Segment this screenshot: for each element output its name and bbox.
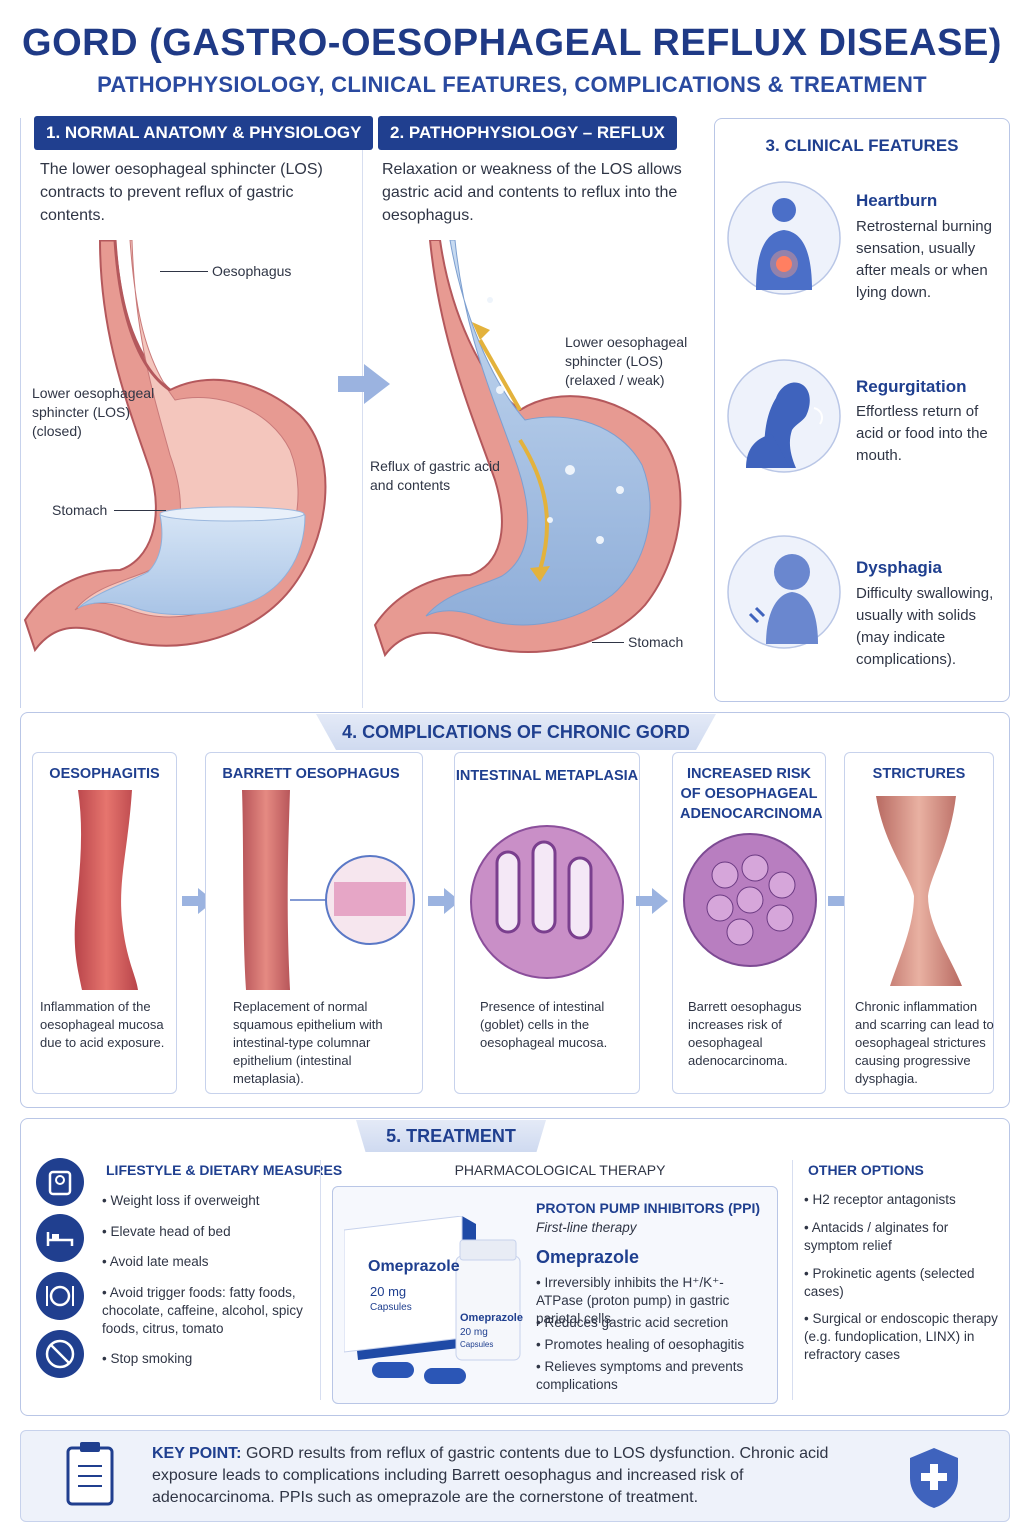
- inflamed-oesophagus-illustration: [74, 790, 138, 990]
- lifestyle-item: • Elevate head of bed: [102, 1224, 231, 1239]
- key-point-label: KEY POINT:: [152, 1445, 242, 1462]
- label-stomach-2: Stomach: [628, 634, 684, 650]
- bed-icon: [36, 1214, 84, 1262]
- lifestyle-item: • Avoid late meals: [102, 1254, 209, 1269]
- treatment-divider: [792, 1160, 793, 1400]
- section3-heading: 3. CLINICAL FEATURES: [765, 136, 959, 155]
- adenocarcinoma-illustration: [683, 833, 817, 967]
- clipboard-icon: [66, 1442, 114, 1506]
- other-item: • Prokinetic agents (selected cases): [804, 1266, 975, 1299]
- key-point-text: KEY POINT: GORD results from reflux of g…: [152, 1443, 832, 1509]
- complication-desc-metaplasia: Presence of intestinal (goblet) cells in…: [480, 999, 608, 1050]
- omeprazole-pack-illustration: [344, 1216, 521, 1384]
- lifestyle-item: • Weight loss if overweight: [102, 1193, 260, 1208]
- ppi-item: • Irreversibly inhibits the H⁺/K⁺-ATPase…: [536, 1275, 730, 1326]
- intestinal-metaplasia-illustration: [470, 825, 624, 979]
- other-item: • Antacids / alginates for symptom relie…: [804, 1220, 949, 1253]
- regurgitation-icon: [727, 359, 841, 473]
- lifestyle-item: • Avoid trigger foods: fatty foods, choc…: [102, 1285, 303, 1336]
- leader-stomach-2: [592, 642, 624, 643]
- complication-title-adenocarcinoma: INCREASED RISK OF OESOPHAGEAL ADENOCARCI…: [680, 766, 823, 822]
- pack-label-name: Omeprazole: [368, 1258, 460, 1275]
- label-stomach-1: Stomach: [52, 502, 108, 518]
- complication-title-oesophagitis: OESOPHAGITIS: [49, 766, 160, 782]
- page-subtitle: PATHOPHYSIOLOGY, CLINICAL FEATURES, COMP…: [97, 72, 927, 97]
- section1-text: The lower oesophageal sphincter (LOS) co…: [40, 161, 323, 224]
- section2-text: Relaxation or weakness of the LOS allows…: [382, 161, 682, 224]
- feature-desc-heartburn: Retrosternal burning sensation, usually …: [856, 218, 992, 301]
- complication-desc-barrett: Replacement of normal squamous epitheliu…: [233, 999, 383, 1086]
- plate-cutlery-icon: [36, 1272, 84, 1320]
- ppi-item: • Reduces gastric acid secretion: [536, 1315, 729, 1330]
- shield-cross-icon: [910, 1448, 958, 1508]
- feature-desc-regurgitation: Effortless return of acid or food into t…: [856, 403, 988, 464]
- other-item: • Surgical or endoscopic therapy (e.g. f…: [804, 1311, 998, 1362]
- leader-stomach-1: [114, 510, 166, 511]
- label-oesophagus: Oesophagus: [212, 263, 292, 279]
- page-title: GORD (GASTRO-OESOPHAGEAL REFLUX DISEASE): [22, 22, 1002, 64]
- normal-stomach-illustration: [23, 240, 327, 653]
- arrow-right-icon: [428, 888, 460, 914]
- section1-badge: 1. NORMAL ANATOMY & PHYSIOLOGY: [34, 116, 374, 150]
- feature-title-dysphagia: Dysphagia: [856, 558, 942, 577]
- heartburn-icon: [727, 181, 841, 295]
- feature-title-heartburn: Heartburn: [856, 191, 938, 210]
- reflux-stomach-illustration: [373, 240, 682, 658]
- complication-title-barrett: BARRETT OESOPHAGUS: [222, 766, 400, 782]
- complication-desc-oesophagitis: Inflammation of the oesophageal mucosa d…: [40, 999, 165, 1050]
- complication-desc-strictures: Chronic inflammation and scarring can le…: [855, 999, 994, 1086]
- ppi-item: • Promotes healing of oesophagitis: [536, 1337, 745, 1352]
- feature-title-regurgitation: Regurgitation: [856, 377, 967, 396]
- pack-label-form: Capsules: [370, 1302, 412, 1313]
- section5-banner: 5. TREATMENT: [356, 1120, 546, 1152]
- barrett-oesophagus-illustration: [242, 790, 415, 990]
- label-los-relaxed: Lower oesophageal sphincter (LOS) (relax…: [565, 334, 688, 388]
- key-point-box: [20, 1430, 1010, 1522]
- arrow-right-icon: [636, 888, 668, 914]
- pharma-heading: PHARMACOLOGICAL THERAPY: [454, 1162, 666, 1178]
- no-smoking-icon: [36, 1330, 84, 1378]
- arrow-right-icon: [338, 364, 390, 404]
- label-reflux: Reflux of gastric acid and contents: [370, 458, 500, 493]
- ppi-drug: Omeprazole: [536, 1247, 640, 1267]
- key-point-body: GORD results from reflux of gastric cont…: [152, 1445, 829, 1506]
- pack-label-dose: 20 mg: [370, 1284, 407, 1299]
- dysphagia-icon: [727, 535, 841, 649]
- feature-desc-dysphagia: Difficulty swallowing, usually with soli…: [856, 585, 994, 668]
- complication-title-strictures: STRICTURES: [872, 766, 966, 782]
- leader-oesophagus: [160, 271, 208, 272]
- complication-title-metaplasia: INTESTINAL METAPLASIA: [455, 768, 639, 784]
- lifestyle-item: • Stop smoking: [102, 1351, 193, 1366]
- bottle-label-dose: 20 mg: [460, 1327, 488, 1338]
- top-divider: [362, 118, 363, 708]
- bottle-label-name: Omeprazole: [460, 1312, 523, 1324]
- bottle-label-form: Capsules: [460, 1340, 494, 1349]
- ppi-subtitle: First-line therapy: [536, 1220, 637, 1235]
- other-heading: OTHER OPTIONS: [808, 1162, 924, 1178]
- complication-desc-adenocarcinoma: Barrett oesophagus increases risk of oes…: [688, 999, 802, 1068]
- treatment-divider: [320, 1160, 321, 1400]
- other-item: • H2 receptor antagonists: [804, 1192, 956, 1207]
- ppi-item: • Relieves symptoms and prevents complic…: [536, 1359, 744, 1392]
- stricture-illustration: [876, 796, 962, 986]
- lifestyle-heading: LIFESTYLE & DIETARY MEASURES: [106, 1162, 343, 1178]
- label-los-closed: Lower oesophageal sphincter (LOS) (close…: [32, 385, 155, 439]
- ppi-title: PROTON PUMP INHIBITORS (PPI): [536, 1200, 761, 1216]
- top-left-frame: [20, 118, 21, 708]
- scale-icon: [36, 1158, 84, 1206]
- section2-badge: 2. PATHOPHYSIOLOGY – REFLUX: [378, 116, 677, 150]
- section4-banner: 4. COMPLICATIONS OF CHRONIC GORD: [316, 714, 716, 750]
